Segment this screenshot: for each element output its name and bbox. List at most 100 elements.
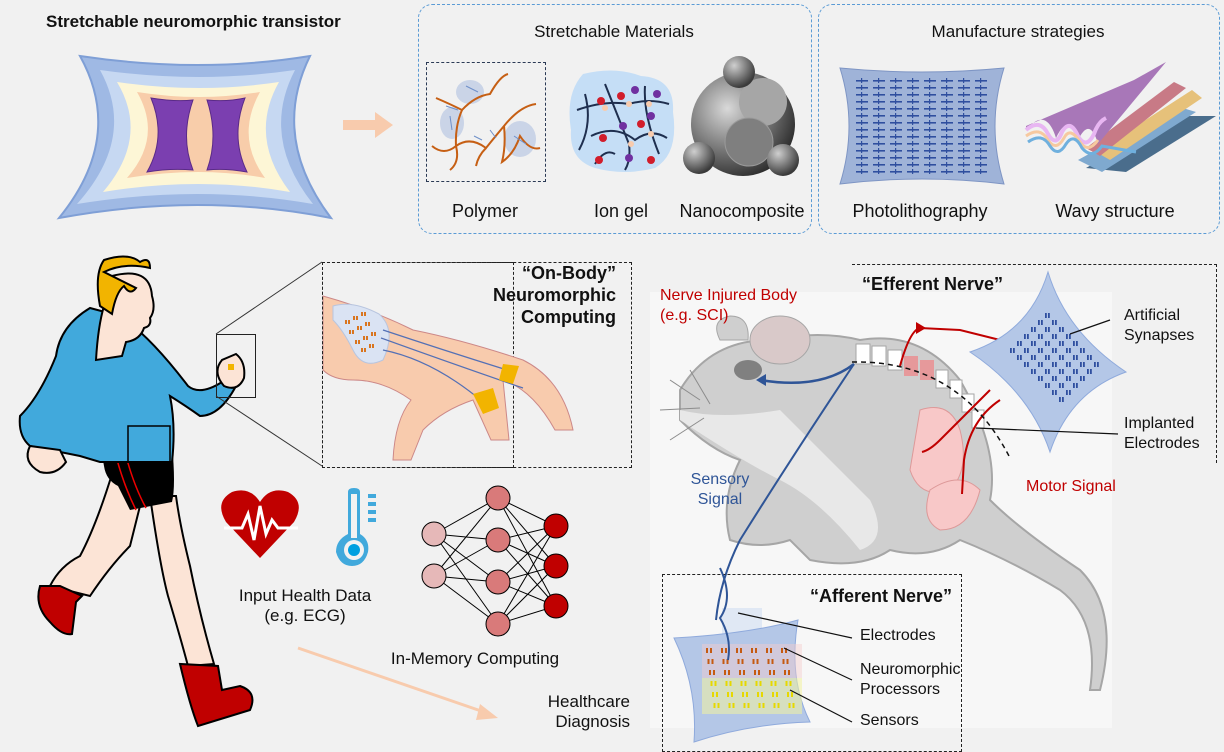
- device-cell-gate: [963, 85, 965, 90]
- device-cell-gate: [895, 85, 897, 90]
- sensor-dot: [374, 332, 376, 336]
- sensor-cell: [789, 681, 792, 686]
- device-cell-gate: [912, 78, 914, 83]
- sensor-cell: [774, 681, 777, 686]
- electrodes-line2: Electrodes: [1124, 435, 1200, 452]
- sensor-cell: [791, 692, 793, 697]
- processor-cell: [726, 659, 729, 664]
- processors-line2: Processors: [860, 681, 941, 698]
- synapse-cell: [1052, 362, 1054, 367]
- nn-connection: [497, 497, 557, 607]
- device-cell-gate: [895, 148, 897, 153]
- manufacture-title: Manufacture strategies: [931, 22, 1105, 41]
- device-cell-gate: [895, 99, 897, 104]
- device-cell-gate: [912, 85, 914, 90]
- processors-line1: Neuromorphic: [860, 661, 961, 678]
- synapse-cell: [1059, 383, 1061, 388]
- nanocomposite-sphere-icon: [683, 56, 799, 176]
- synapse-cell: [1027, 334, 1029, 339]
- afferent-electrodes-label: Electrodes: [860, 627, 936, 644]
- device-cell-gate: [946, 169, 948, 174]
- synapse-cell: [1069, 362, 1071, 367]
- on-body-title-line3: Computing: [521, 307, 616, 327]
- device-cell-gate: [895, 106, 897, 111]
- device-cell-gate: [895, 141, 897, 146]
- processor-cell: [784, 670, 786, 675]
- synapse-cell: [1045, 313, 1047, 318]
- device-cell-gate: [861, 92, 863, 97]
- synapse-cell: [1080, 348, 1082, 353]
- sensor-dot: [363, 336, 365, 340]
- device-cell-gate: [980, 134, 982, 139]
- diagnosis-line1: Healthcare: [547, 692, 630, 711]
- nn-connection: [497, 525, 557, 625]
- sensor-cell: [762, 703, 765, 708]
- synapse-cell: [1052, 348, 1054, 353]
- device-cell-gate: [946, 92, 948, 97]
- synapse-cell: [1055, 362, 1057, 367]
- device-cell-gate: [878, 148, 880, 153]
- sensor-dot: [365, 322, 367, 326]
- synapse-cell: [1059, 397, 1061, 402]
- sensor-dot: [345, 320, 347, 324]
- sensory-line1: Sensory: [690, 471, 750, 488]
- artificial-synapses-label: Artificial Synapses: [1124, 306, 1194, 346]
- materials-panel: [418, 4, 812, 234]
- device-cell-gate: [861, 155, 863, 160]
- nn-neuron: [421, 563, 447, 589]
- processor-cell: [773, 670, 775, 675]
- nn-neuron: [485, 611, 511, 637]
- processor-cell: [756, 659, 759, 664]
- device-cell-gate: [861, 127, 863, 132]
- synapse-cell: [1024, 362, 1026, 367]
- device-cell-gate: [963, 78, 965, 83]
- device-cell-gate: [980, 120, 982, 125]
- sensory-signal-label: Sensory Signal: [680, 470, 760, 510]
- hand-with-sensor-icon: [322, 295, 574, 461]
- device-cell-gate: [878, 141, 880, 146]
- device-cell-gate: [912, 113, 914, 118]
- sensor-dot: [358, 340, 360, 344]
- device-cell-gate: [929, 92, 931, 97]
- nerve-injured-label: Nerve Injured Body (e.g. SCI): [660, 286, 797, 326]
- synapse-cell: [1059, 327, 1061, 332]
- manufacture-panel: [818, 4, 1220, 234]
- synapse-cell: [1048, 313, 1050, 318]
- processor-cell: [785, 648, 787, 653]
- sensor-cell: [772, 692, 774, 697]
- synapse-cell: [1017, 341, 1019, 346]
- sensors-label: Sensors: [860, 712, 919, 729]
- sensor-cell: [777, 703, 780, 708]
- device-cell-gate: [861, 99, 863, 104]
- processor-cell: [769, 670, 771, 675]
- device-cell-gate: [861, 85, 863, 90]
- synapse-cell: [1059, 369, 1061, 374]
- device-cell-gate: [946, 99, 948, 104]
- nn-neuron: [421, 521, 447, 547]
- device-cell-gate: [963, 92, 965, 97]
- synapse-cell: [1034, 327, 1036, 332]
- device-cell-gate: [912, 134, 914, 139]
- device-cell-gate: [895, 155, 897, 160]
- device-cell-gate: [980, 148, 982, 153]
- nn-connection: [497, 525, 557, 583]
- synapse-cell: [1038, 362, 1040, 367]
- sensor-cell: [788, 703, 791, 708]
- sensor-cell: [776, 692, 778, 697]
- processor-cell: [709, 670, 711, 675]
- processor-cell: [710, 648, 712, 653]
- synapse-cell: [1062, 383, 1064, 388]
- efferent-panel: [852, 264, 1217, 463]
- synapse-cell: [1066, 334, 1068, 339]
- synapse-cell: [1073, 383, 1075, 388]
- device-cell-gate: [980, 99, 982, 104]
- device-cell-gate: [912, 155, 914, 160]
- afferent-title: “Afferent Nerve”: [809, 586, 952, 606]
- nn-connection: [433, 497, 499, 577]
- device-cell-gate: [980, 127, 982, 132]
- device-cell-gate: [861, 106, 863, 111]
- sensor-dot: [355, 340, 357, 344]
- sensor-cell: [757, 692, 759, 697]
- input-health-line2: (e.g. ECG): [264, 606, 346, 625]
- device-cell-gate: [912, 148, 914, 153]
